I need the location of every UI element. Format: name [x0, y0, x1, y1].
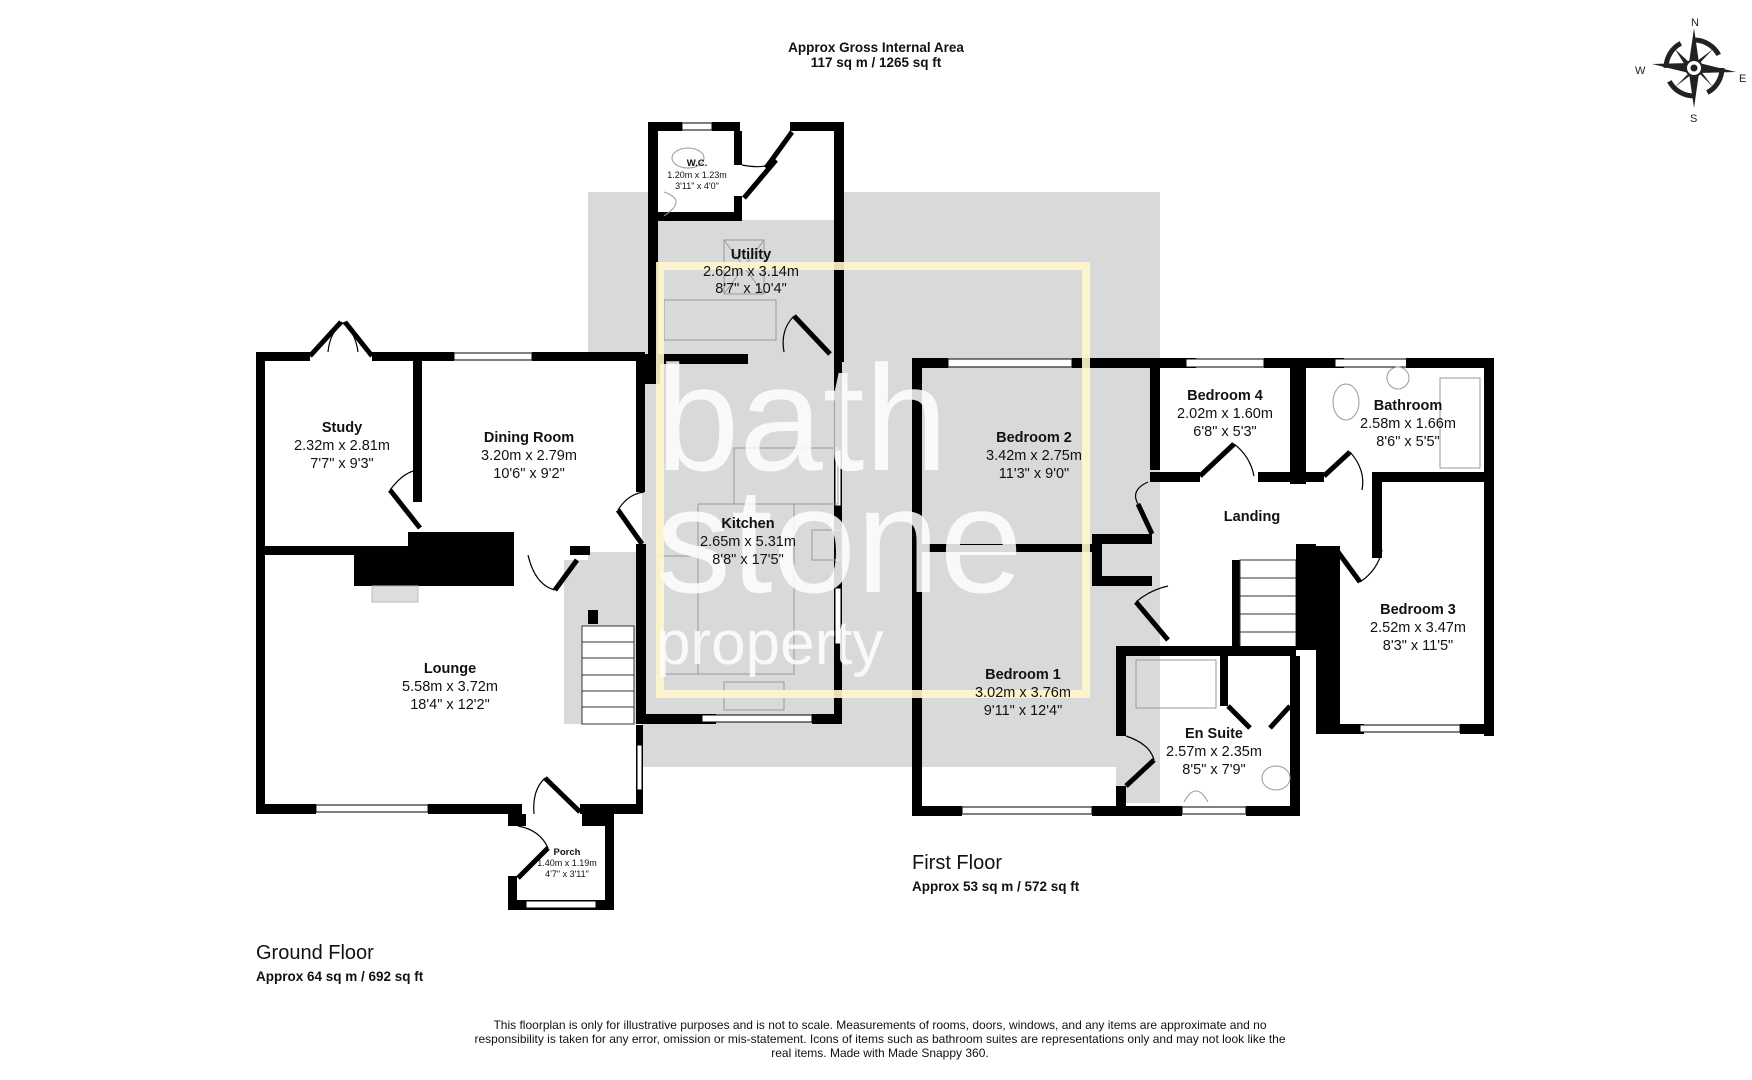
ground-floor-area: Approx 64 sq m / 692 sq ft — [256, 969, 424, 984]
room-utility: Utility 2.62m x 3.14m 8'7" x 10'4" — [703, 247, 799, 297]
compass-s: S — [1690, 113, 1697, 123]
svg-text:8'7" x 10'4": 8'7" x 10'4" — [715, 281, 786, 297]
svg-text:Study: Study — [322, 420, 362, 436]
svg-text:1.20m x 1.23m: 1.20m x 1.23m — [667, 170, 727, 180]
room-dining: Dining Room 3.20m x 2.79m 10'6" x 9'2" — [481, 430, 577, 482]
svg-text:5.58m x 3.72m: 5.58m x 3.72m — [402, 679, 498, 695]
gross-area-title: Approx Gross Internal Area — [788, 40, 964, 55]
first-floor-area: Approx 53 sq m / 572 sq ft — [912, 879, 1080, 894]
svg-text:Bedroom 2: Bedroom 2 — [996, 430, 1072, 446]
svg-text:3.20m x 2.79m: 3.20m x 2.79m — [481, 448, 577, 464]
first-floor-stairs — [1239, 559, 1297, 649]
ground-stairs — [581, 625, 635, 725]
svg-text:Bathroom: Bathroom — [1374, 398, 1442, 414]
room-landing: Landing — [1224, 509, 1280, 525]
room-bedroom-1: Bedroom 1 3.02m x 3.76m 9'11" x 12'4" — [975, 667, 1071, 719]
svg-text:7'7" x 9'3": 7'7" x 9'3" — [310, 456, 373, 472]
room-porch: Porch 1.40m x 1.19m 4'7" x 3'11" — [537, 847, 597, 879]
room-bedroom-4: Bedroom 4 2.02m x 1.60m 6'8" x 5'3" — [1177, 388, 1273, 440]
svg-text:3.02m x 3.76m: 3.02m x 3.76m — [975, 685, 1071, 701]
svg-text:1.40m x 1.19m: 1.40m x 1.19m — [537, 858, 597, 868]
ground-floor-label: Ground Floor — [256, 942, 374, 964]
compass-rose-icon: N W E S — [1635, 17, 1746, 123]
svg-text:8'8" x 17'5": 8'8" x 17'5" — [712, 552, 783, 568]
watermark-word-stone: stone — [656, 456, 1023, 624]
room-bathroom: Bathroom 2.58m x 1.66m 8'6" x 5'5" — [1360, 398, 1456, 450]
svg-text:Utility: Utility — [731, 247, 771, 263]
svg-text:2.57m x 2.35m: 2.57m x 2.35m — [1166, 744, 1262, 760]
svg-text:2.62m x 3.14m: 2.62m x 3.14m — [703, 264, 799, 280]
compass-e: E — [1739, 73, 1746, 85]
first-floor-label: First Floor — [912, 852, 1002, 874]
svg-text:8'5" x 7'9": 8'5" x 7'9" — [1182, 762, 1245, 778]
room-bedroom-3: Bedroom 3 2.52m x 3.47m 8'3" x 11'5" — [1370, 602, 1466, 654]
svg-text:11'3" x 9'0": 11'3" x 9'0" — [999, 466, 1069, 482]
watermark-box — [588, 192, 1160, 767]
floorplan-drawing: bath stone property W.C. 1.20m x 1.23m 3… — [256, 122, 1494, 910]
svg-text:8'3" x 11'5": 8'3" x 11'5" — [1383, 638, 1453, 654]
svg-text:10'6" x 9'2": 10'6" x 9'2" — [493, 466, 564, 482]
watermark-logo: bath stone property — [656, 334, 1023, 678]
svg-text:Bedroom 4: Bedroom 4 — [1187, 388, 1263, 404]
svg-text:Bedroom 1: Bedroom 1 — [985, 667, 1061, 683]
svg-text:W.C.: W.C. — [687, 158, 708, 169]
svg-text:2.02m x 1.60m: 2.02m x 1.60m — [1177, 406, 1273, 422]
room-lounge: Lounge 5.58m x 3.72m 18'4" x 12'2" — [402, 661, 498, 713]
svg-text:6'8" x 5'3": 6'8" x 5'3" — [1193, 424, 1256, 440]
watermark-word-property: property — [656, 609, 883, 678]
svg-text:2.52m x 3.47m: 2.52m x 3.47m — [1370, 620, 1466, 636]
watermark-word-bath: bath — [656, 334, 948, 502]
ground-floor-plan — [256, 122, 844, 910]
room-bedroom-2: Bedroom 2 3.42m x 2.75m 11'3" x 9'0" — [986, 430, 1082, 482]
svg-text:Porch: Porch — [554, 847, 581, 858]
first-floor-caption: First Floor Approx 53 sq m / 572 sq ft — [912, 852, 1079, 894]
svg-text:8'6" x 5'5": 8'6" x 5'5" — [1376, 434, 1439, 450]
svg-text:3.42m x 2.75m: 3.42m x 2.75m — [986, 448, 1082, 464]
svg-text:Dining Room: Dining Room — [484, 430, 574, 446]
svg-text:Bedroom 3: Bedroom 3 — [1380, 602, 1456, 618]
svg-text:En Suite: En Suite — [1185, 726, 1243, 742]
svg-text:4'7" x 3'11": 4'7" x 3'11" — [545, 869, 589, 879]
svg-text:9'11" x 12'4": 9'11" x 12'4" — [984, 703, 1062, 719]
svg-text:Kitchen: Kitchen — [721, 516, 774, 532]
room-kitchen: Kitchen 2.65m x 5.31m 8'8" x 17'5" — [700, 516, 796, 568]
compass-w: W — [1635, 65, 1646, 77]
compass-n: N — [1691, 17, 1699, 29]
first-floor-plan — [912, 358, 1494, 816]
gross-area-header: Approx Gross Internal Area 117 sq m / 12… — [0, 40, 1752, 70]
watermark-frame — [656, 262, 1090, 698]
svg-text:Landing: Landing — [1224, 509, 1280, 525]
svg-text:2.58m x 1.66m: 2.58m x 1.66m — [1360, 416, 1456, 432]
disclaimer-text: This floorplan is only for illustrative … — [474, 1018, 1286, 1060]
gross-area-value: 117 sq m / 1265 sq ft — [810, 55, 942, 70]
room-study: Study 2.32m x 2.81m 7'7" x 9'3" — [294, 420, 390, 472]
room-en-suite: En Suite 2.57m x 2.35m 8'5" x 7'9" — [1166, 726, 1262, 778]
svg-text:2.32m x 2.81m: 2.32m x 2.81m — [294, 438, 390, 454]
svg-text:3'11" x 4'0": 3'11" x 4'0" — [675, 181, 719, 191]
svg-text:2.65m x 5.31m: 2.65m x 5.31m — [700, 534, 796, 550]
room-wc: W.C. 1.20m x 1.23m 3'11" x 4'0" — [667, 158, 727, 191]
svg-text:18'4" x 12'2": 18'4" x 12'2" — [410, 697, 490, 713]
ground-floor-caption: Ground Floor Approx 64 sq m / 692 sq ft — [256, 942, 423, 984]
svg-text:Lounge: Lounge — [424, 661, 476, 677]
